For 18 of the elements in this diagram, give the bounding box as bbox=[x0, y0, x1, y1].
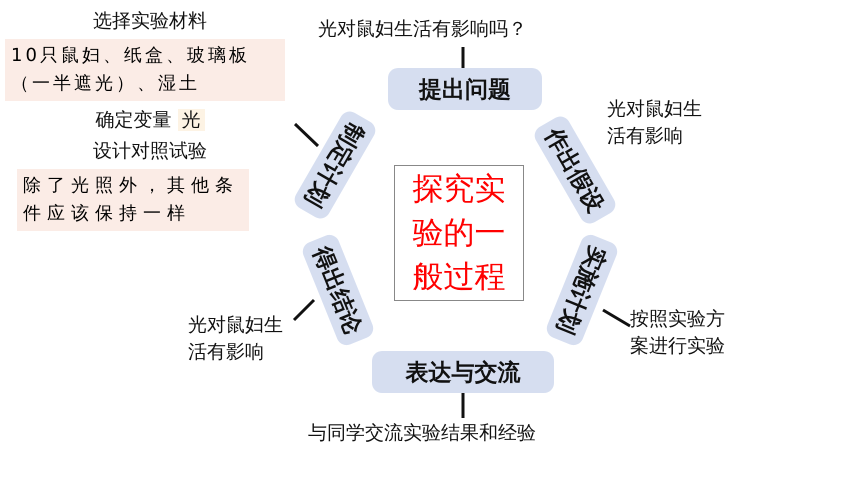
step-label: 提出问题 bbox=[388, 68, 542, 110]
leader-line bbox=[292, 298, 316, 322]
leader-line bbox=[462, 393, 464, 418]
leader-line bbox=[294, 122, 320, 148]
heading-text: 选择实验材料 bbox=[92, 9, 208, 34]
highlight-box: 光 bbox=[178, 109, 204, 131]
step-label: 表达与交流 bbox=[372, 351, 554, 393]
heading-text: 设计对照试验 bbox=[92, 139, 208, 164]
annotation-text: 按照实验方案进行实验 bbox=[630, 306, 734, 366]
annotation-text: 与同学交流实验结果和经验 bbox=[308, 420, 628, 450]
annotation-text: 光对鼠妇生活有影响吗？ bbox=[318, 16, 598, 46]
highlight-box: 除了光照外，其他条件应该保持一样 bbox=[17, 169, 249, 231]
leader-line bbox=[462, 47, 464, 68]
highlight-box: 10只鼠妇、纸盒、玻璃板（一半遮光）、湿土 bbox=[5, 39, 285, 101]
annotation-text: 光对鼠妇生活有影响 bbox=[188, 312, 292, 372]
heading-text: 确定变量 bbox=[96, 109, 172, 131]
title-box: 探究实验的一般过程 bbox=[394, 165, 524, 301]
leader-line bbox=[602, 308, 631, 328]
